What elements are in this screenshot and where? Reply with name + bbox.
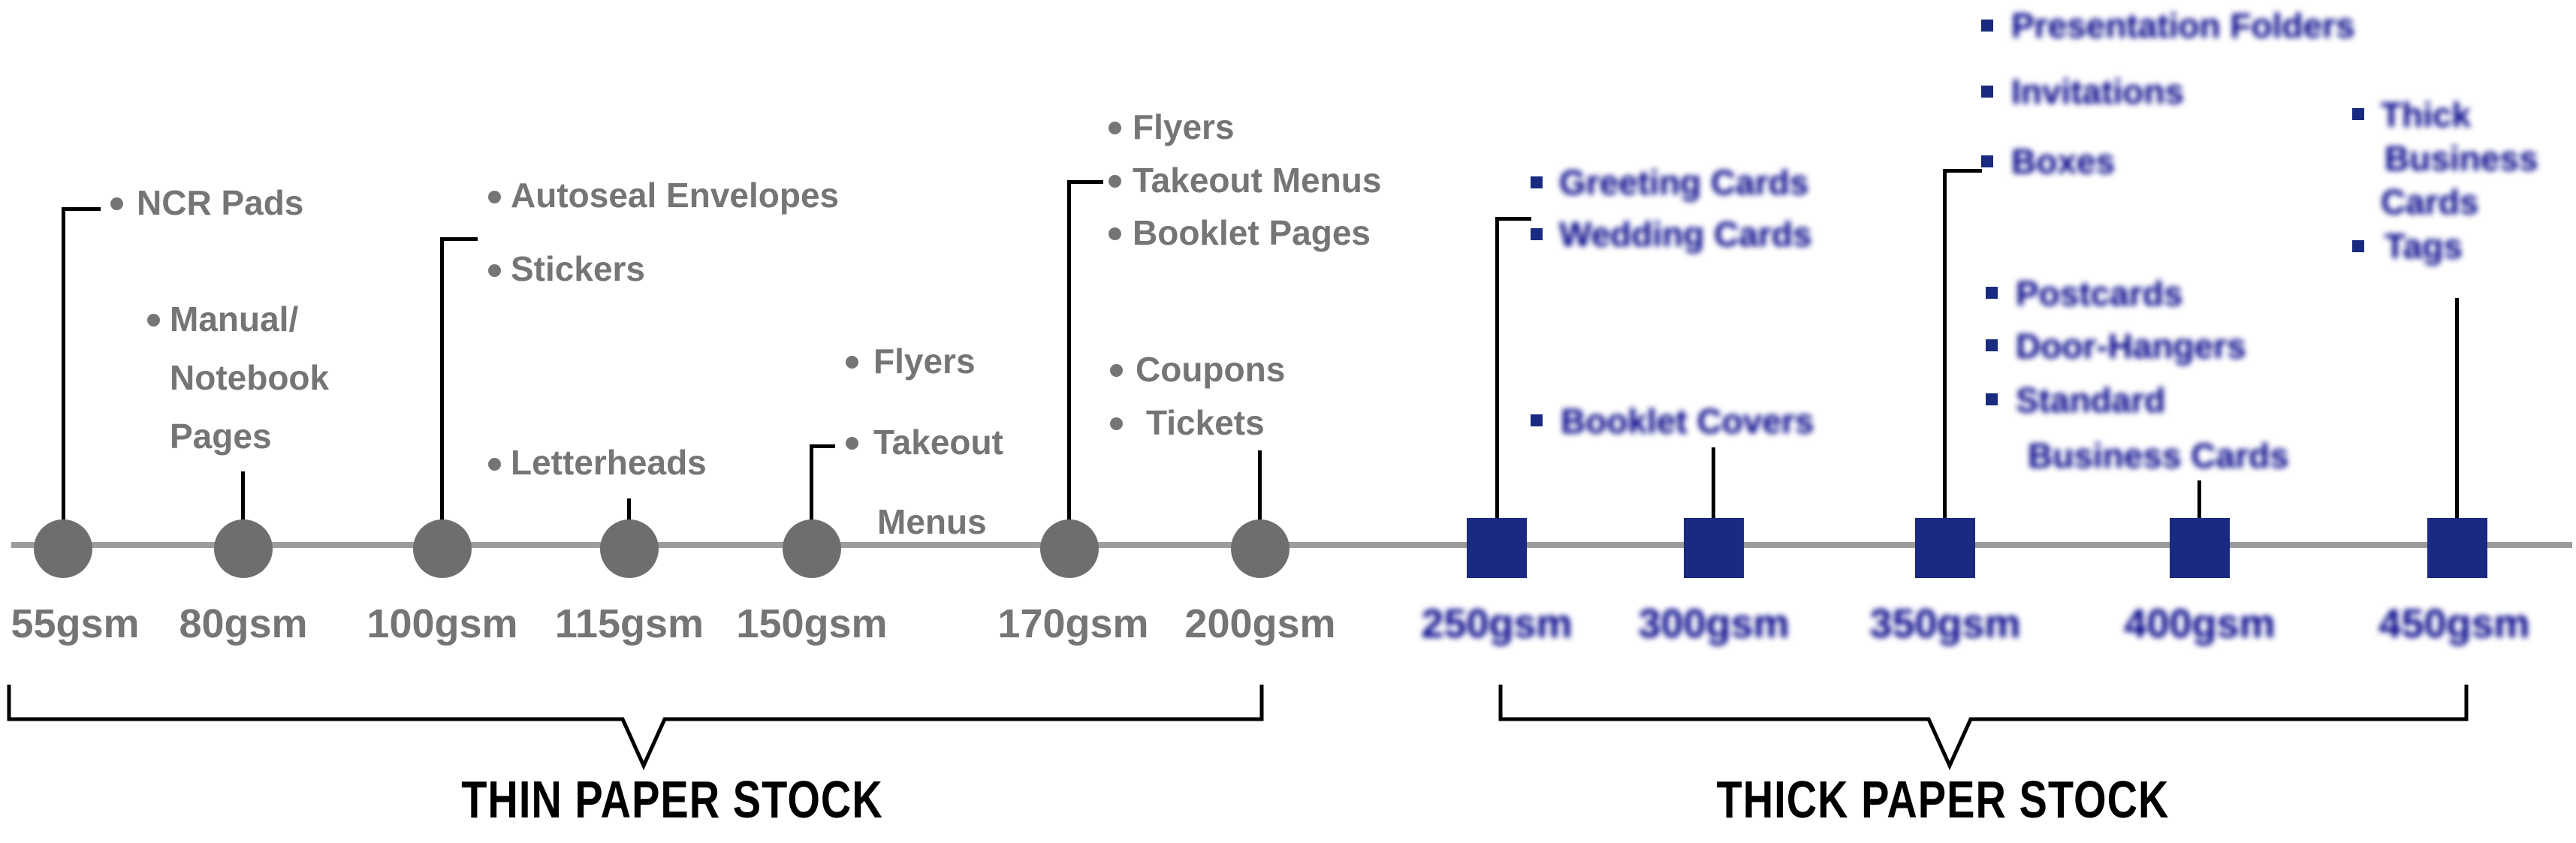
bullet-icon: [2352, 108, 2364, 120]
connector-400gsm: [2197, 480, 2201, 519]
item-booklet-covers: Booklet Covers: [1561, 402, 1814, 441]
bullet-icon: [1986, 339, 1998, 351]
item-pages: Pages: [170, 417, 272, 456]
gsm-label-80: 80gsm: [179, 601, 308, 646]
bullet-icon: [1981, 86, 1993, 98]
connector-150gsm: [810, 444, 813, 522]
bullet-icon: [1986, 287, 1998, 299]
bullet-icon: [846, 356, 858, 369]
connector-250gsm: [1495, 217, 1499, 519]
gsm-node-300: [1684, 518, 1744, 578]
gsm-node-115: [600, 519, 659, 578]
connector-55gsm: [62, 207, 65, 522]
item-takeout-150: Takeout: [873, 423, 1003, 462]
caption-thin-paper-stock: THIN PAPER STOCK: [461, 769, 883, 829]
bullet-icon: [488, 458, 501, 471]
connector-100gsm-elbow: [440, 237, 478, 241]
item-business: Business: [2384, 139, 2538, 178]
item-takeout-menus-170: Takeout Menus: [1133, 161, 1382, 200]
item-autoseal-envelopes: Autoseal Envelopes: [511, 176, 840, 215]
bullet-icon: [1110, 364, 1123, 377]
gsm-label-170: 170gsm: [997, 601, 1149, 646]
bullet-icon: [110, 197, 123, 210]
gsm-node-450: [2427, 518, 2487, 578]
gsm-node-55: [34, 519, 92, 578]
item-tags: Tags: [2384, 227, 2463, 266]
gsm-label-350: 350gsm: [1869, 601, 2021, 646]
thin-bracket: [7, 685, 1264, 771]
connector-170gsm: [1067, 180, 1071, 522]
item-booklet-pages-170: Booklet Pages: [1133, 213, 1371, 252]
gsm-label-200: 200gsm: [1184, 601, 1336, 646]
connector-200gsm: [1258, 450, 1262, 522]
bullet-icon: [1110, 417, 1123, 430]
gsm-node-170: [1040, 519, 1099, 578]
connector-350gsm-elbow: [1943, 169, 1982, 173]
gsm-node-100: [413, 519, 472, 578]
item-notebook: Notebook: [170, 358, 330, 397]
item-flyers-170: Flyers: [1133, 107, 1235, 146]
connector-100gsm: [440, 237, 444, 522]
gsm-label-150: 150gsm: [736, 601, 888, 646]
bullet-icon: [1531, 414, 1543, 426]
item-coupons: Coupons: [1136, 350, 1286, 389]
gsm-node-200: [1231, 519, 1290, 578]
connector-55gsm-elbow: [62, 207, 101, 211]
item-menus-150: Menus: [877, 502, 987, 541]
bullet-icon: [1531, 176, 1543, 188]
gsm-label-400: 400gsm: [2124, 601, 2276, 646]
item-greeting-cards: Greeting Cards: [1559, 163, 1809, 202]
connector-150gsm-elbow: [810, 444, 835, 448]
gsm-node-400: [2170, 518, 2230, 578]
bullet-icon: [1981, 155, 1993, 167]
connector-250gsm-elbow: [1495, 217, 1531, 221]
bullet-icon: [488, 264, 501, 277]
gsm-node-250: [1467, 518, 1527, 578]
gsm-label-450: 450gsm: [2378, 601, 2530, 646]
bullet-icon: [1986, 393, 1998, 405]
gsm-label-250: 250gsm: [1421, 601, 1573, 646]
bullet-icon: [1109, 122, 1121, 134]
item-postcards: Postcards: [2016, 274, 2183, 313]
item-standard: Standard: [2016, 381, 2166, 420]
bullet-icon: [488, 191, 501, 203]
bullet-icon: [1109, 175, 1121, 188]
connector-450gsm: [2455, 298, 2459, 519]
bullet-icon: [147, 314, 160, 327]
gsm-label-115: 115gsm: [554, 601, 704, 646]
item-letterheads: Letterheads: [511, 443, 707, 482]
item-stickers: Stickers: [511, 249, 646, 288]
item-business-cards: Business Cards: [2028, 436, 2289, 475]
thick-bracket: [1498, 685, 2469, 771]
item-manual: Manual/: [170, 300, 299, 339]
item-invitations: Invitations: [2011, 72, 2185, 111]
item-boxes: Boxes: [2011, 142, 2116, 181]
bullet-icon: [846, 437, 858, 450]
gsm-node-80: [214, 519, 273, 578]
gsm-label-100: 100gsm: [366, 601, 518, 646]
bullet-icon: [2352, 240, 2364, 252]
timeline-axis: [11, 542, 2572, 548]
item-ncr-pads: NCR Pads: [137, 183, 304, 222]
connector-80gsm: [241, 471, 245, 522]
bullet-icon: [1531, 228, 1543, 240]
gsm-node-350: [1915, 518, 1975, 578]
connector-170gsm-elbow: [1067, 180, 1103, 184]
item-wedding-cards: Wedding Cards: [1559, 215, 1812, 254]
gsm-label-55: 55gsm: [11, 601, 140, 646]
item-door-hangers: Door-Hangers: [2016, 327, 2246, 366]
item-flyers-150: Flyers: [873, 342, 976, 381]
bullet-icon: [1109, 227, 1121, 240]
bullet-icon: [1981, 20, 1993, 32]
connector-115gsm: [627, 498, 631, 522]
gsm-label-300: 300gsm: [1638, 601, 1790, 646]
item-tickets: Tickets: [1146, 403, 1265, 442]
connector-300gsm: [1712, 447, 1715, 519]
caption-thick-paper-stock: THICK PAPER STOCK: [1716, 769, 2170, 829]
item-presentation-folders: Presentation Folders: [2011, 6, 2355, 45]
gsm-node-150: [783, 519, 841, 578]
connector-350gsm: [1943, 169, 1947, 519]
item-thick: Thick: [2381, 95, 2472, 134]
item-cards: Cards: [2381, 182, 2479, 221]
